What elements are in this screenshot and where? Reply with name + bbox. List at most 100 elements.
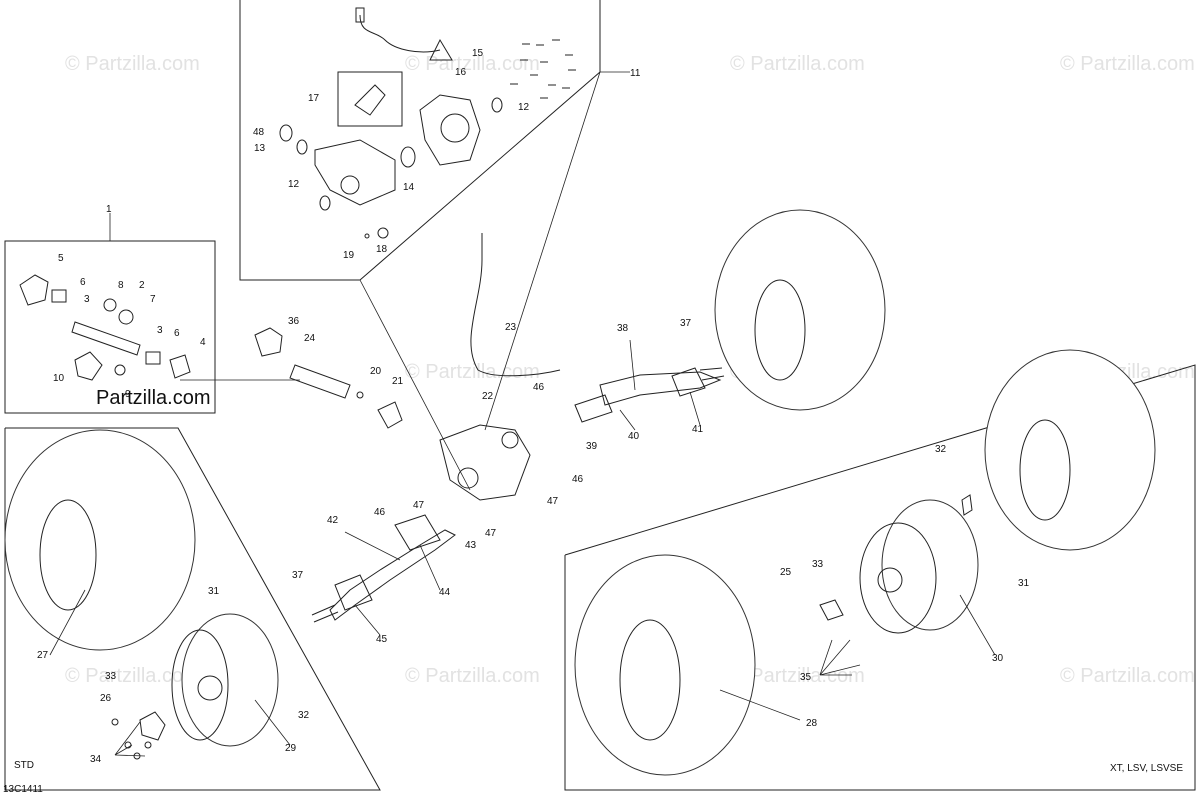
leader-diff-panel-2 xyxy=(484,71,601,431)
callout-33: 33 xyxy=(105,671,117,682)
u-joint-6 xyxy=(51,289,67,303)
callout-46: 46 xyxy=(374,507,386,518)
callout-1: 1 xyxy=(106,204,112,215)
xt-wheel-group xyxy=(574,209,1156,776)
watermark: © Partzilla.com xyxy=(405,665,540,687)
leader-right-axle xyxy=(619,339,701,431)
tire-rear xyxy=(984,349,1156,551)
seal-12-bottom xyxy=(319,195,331,211)
diff-output-left xyxy=(457,467,479,489)
rim-30-face xyxy=(859,522,937,634)
callout-32: 32 xyxy=(298,710,310,721)
callout-41: 41 xyxy=(692,424,704,435)
callout-5: 5 xyxy=(58,253,64,264)
yoke-5 xyxy=(19,274,49,306)
callout-4: 4 xyxy=(200,337,206,348)
lug-nut xyxy=(144,741,152,749)
callout-23: 23 xyxy=(505,322,517,333)
tire-27-bead xyxy=(39,499,97,611)
std-wheel-panel xyxy=(4,427,381,791)
leader-35 xyxy=(819,639,861,676)
diff-output-right xyxy=(501,431,519,449)
tire-28 xyxy=(574,554,756,776)
center-drivetrain xyxy=(254,233,725,623)
callout-37: 37 xyxy=(680,318,692,329)
callout-3: 3 xyxy=(84,294,90,305)
lug-nut xyxy=(111,718,119,726)
callout-31: 31 xyxy=(1018,578,1030,589)
callout-42: 42 xyxy=(327,515,339,526)
callout-30: 30 xyxy=(992,653,1004,664)
cap-18 xyxy=(377,227,389,239)
yoke-4 xyxy=(169,354,191,379)
callout-29: 29 xyxy=(285,743,297,754)
leader-28 xyxy=(719,689,801,721)
bushing-48 xyxy=(279,124,293,142)
leader-27 xyxy=(49,589,86,656)
rim-hub xyxy=(197,675,223,701)
callout-11: 11 xyxy=(630,68,641,79)
variant-label-std: STD xyxy=(14,760,34,771)
leader-lines xyxy=(49,71,996,757)
flange-10 xyxy=(74,351,103,381)
housing-bore xyxy=(440,113,470,143)
leader-axle xyxy=(344,531,441,636)
callout-46: 46 xyxy=(533,382,545,393)
callout-6: 6 xyxy=(174,328,180,339)
callout-40: 40 xyxy=(628,431,640,442)
callout-labels: 1 2 3 3 4 5 6 6 7 8 9 10 11 12 12 13 14 … xyxy=(37,48,1030,765)
boot-44 xyxy=(394,514,441,551)
ring-8 xyxy=(103,298,117,312)
rim-30 xyxy=(881,499,979,631)
bolt-set xyxy=(510,39,576,99)
callout-21: 21 xyxy=(392,376,404,387)
front-differential xyxy=(439,424,531,501)
leader-29 xyxy=(254,699,291,746)
callout-8: 8 xyxy=(118,280,124,291)
axle-shaft-42 xyxy=(329,529,456,621)
callout-17: 17 xyxy=(308,93,320,104)
callout-35: 35 xyxy=(800,672,812,683)
callout-7: 7 xyxy=(150,294,156,305)
yoke-36 xyxy=(254,327,283,357)
seal-13 xyxy=(296,139,308,155)
tire-rear-rim xyxy=(1019,419,1071,521)
xt-wheel-panel xyxy=(564,364,1196,791)
watermark: © Partzilla.com xyxy=(65,665,200,687)
housing-output xyxy=(340,175,360,195)
std-wheel-group xyxy=(4,429,279,760)
lug-nut xyxy=(124,741,132,749)
differential-detail-panel xyxy=(239,0,601,281)
callout-36: 36 xyxy=(288,316,300,327)
callout-27: 27 xyxy=(37,650,49,661)
axle-shaft-38 xyxy=(599,371,722,406)
ring-20 xyxy=(356,391,364,399)
callout-37: 37 xyxy=(292,570,304,581)
valve-32 xyxy=(961,494,973,516)
inline-watermark: Partzilla.com xyxy=(96,387,210,409)
callout-34: 34 xyxy=(90,754,102,765)
rim-29 xyxy=(181,613,279,747)
callout-22: 22 xyxy=(482,391,494,402)
hub-cap-26 xyxy=(139,711,166,741)
callout-10: 10 xyxy=(53,373,65,384)
boot-41 xyxy=(671,367,706,397)
callout-31: 31 xyxy=(208,586,220,597)
rim-30-hub xyxy=(877,567,903,593)
watermark: © Partzilla.com xyxy=(405,53,540,75)
callout-14: 14 xyxy=(403,182,415,193)
plug-19 xyxy=(364,233,370,239)
callout-46: 46 xyxy=(572,474,584,485)
watermark: © Partzilla.com xyxy=(730,665,865,687)
callout-47: 47 xyxy=(485,528,497,539)
watermark: © Partzilla.com xyxy=(1060,665,1195,687)
driveshaft-tube xyxy=(71,321,141,356)
callout-3: 3 xyxy=(157,325,163,336)
cover-bolts xyxy=(510,39,576,99)
boot-45 xyxy=(334,574,373,611)
boot-2 xyxy=(118,309,134,325)
stub-shaft xyxy=(311,604,339,623)
callout-2: 2 xyxy=(139,280,145,291)
tire-front-rim xyxy=(754,279,806,381)
